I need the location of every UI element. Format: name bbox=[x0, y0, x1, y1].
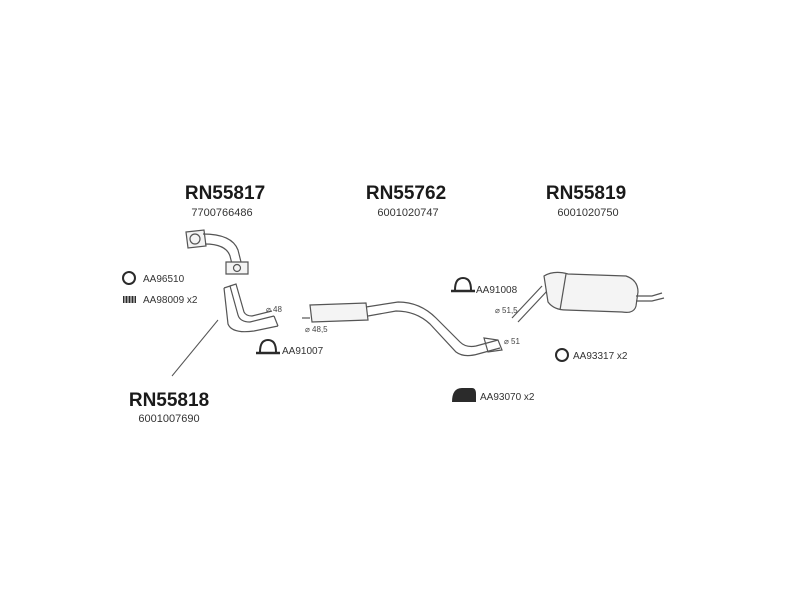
dim-diameter-51: ⌀ 51 bbox=[504, 337, 520, 346]
spring-icon bbox=[123, 296, 136, 303]
u-clamp-icon bbox=[451, 276, 475, 293]
accessory-aa91008-label[interactable]: AA91008 bbox=[476, 285, 518, 296]
part-number-front-pipe[interactable]: RN55817 bbox=[185, 183, 265, 204]
ring-icon bbox=[555, 348, 569, 362]
u-clamp-icon bbox=[256, 338, 280, 355]
oem-number-middle-silencer: 6001020747 bbox=[377, 207, 438, 219]
accessory-aa91007-label[interactable]: AA91007 bbox=[282, 346, 324, 357]
rubber-mount-icon bbox=[452, 388, 476, 402]
down-pipe-drawing[interactable] bbox=[223, 283, 279, 333]
ring-icon bbox=[122, 271, 136, 285]
front-pipe-drawing[interactable] bbox=[185, 229, 249, 275]
dim-diameter-51-5: ⌀ 51,5 bbox=[495, 306, 518, 315]
middle-silencer-drawing[interactable] bbox=[302, 301, 503, 357]
oem-number-rear-silencer: 6001020750 bbox=[557, 207, 618, 219]
accessory-aa93070-label[interactable]: AA93070 x2 bbox=[480, 392, 535, 403]
accessory-aa93317-label[interactable]: AA93317 x2 bbox=[573, 351, 628, 362]
part-number-middle-silencer[interactable]: RN55762 bbox=[366, 183, 446, 204]
accessory-aa96510-label[interactable]: AA96510 bbox=[143, 274, 185, 285]
oem-number-front-pipe: 7700766486 bbox=[191, 207, 252, 219]
part-number-down-pipe[interactable]: RN55818 bbox=[129, 390, 209, 411]
down-pipe-leader-line bbox=[171, 319, 219, 377]
dim-diameter-48: ⌀ 48 bbox=[266, 305, 282, 314]
oem-number-down-pipe: 6001007690 bbox=[138, 413, 199, 425]
part-number-rear-silencer[interactable]: RN55819 bbox=[546, 183, 626, 204]
rear-silencer-drawing[interactable] bbox=[511, 271, 665, 323]
dim-diameter-48-5: ⌀ 48,5 bbox=[305, 325, 328, 334]
accessory-aa98009-label[interactable]: AA98009 x2 bbox=[143, 295, 198, 306]
